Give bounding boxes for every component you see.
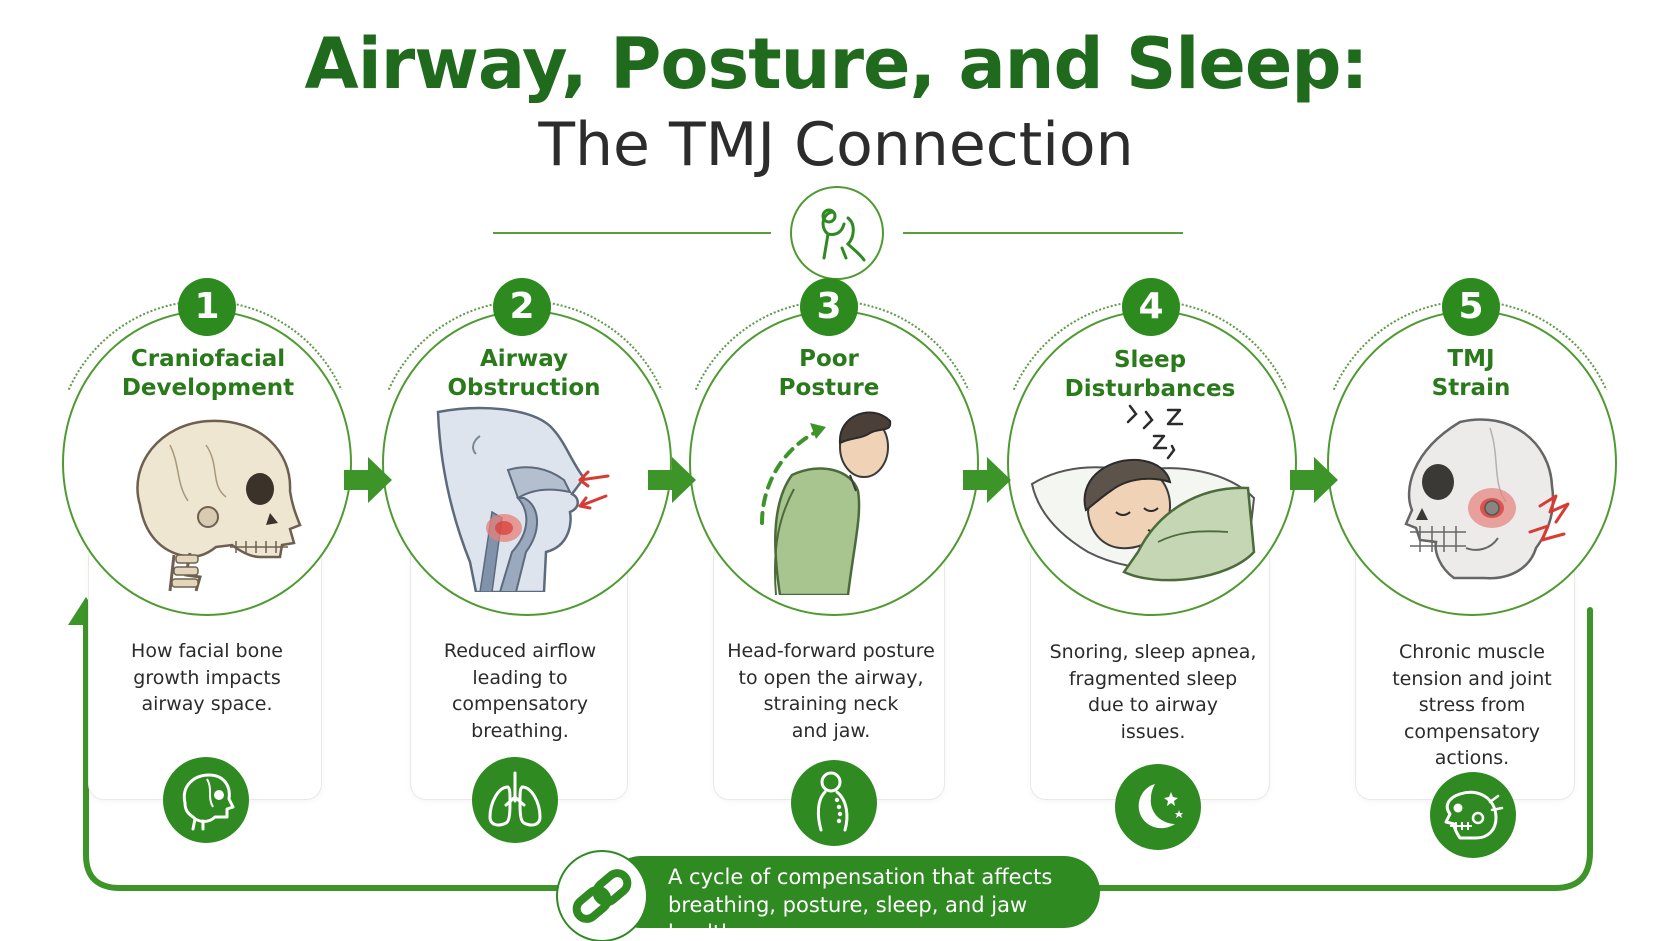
step-desc-1: How facial bone growth impacts airway sp…	[131, 640, 283, 715]
footer-text: A cycle of compensation that affects bre…	[668, 865, 1053, 941]
step-desc-5: Chronic muscle tension and joint stress …	[1392, 641, 1552, 769]
step-icon-4	[1115, 764, 1201, 850]
moon-stars-icon	[1138, 784, 1183, 829]
chain-link-icon	[572, 869, 632, 923]
chain-badge	[556, 850, 648, 941]
step-number-4: 4	[1122, 278, 1180, 336]
jaw-joint-icon	[1444, 790, 1504, 840]
footer-banner	[605, 856, 1100, 928]
step-icon-2	[472, 757, 558, 843]
step-icon-3	[791, 760, 877, 846]
step-title-3: Poor Posture	[778, 346, 880, 401]
step-number-3: 3	[800, 278, 858, 336]
spine-posture-icon	[816, 771, 849, 832]
step-title-1: Craniofacial Development	[121, 346, 295, 401]
arrow-1-to-2	[344, 457, 392, 503]
step-desc-2: Reduced airflow leading to compensatory …	[443, 640, 597, 742]
step-icon-1	[163, 757, 249, 843]
step-title-5: TMJ Strain	[1431, 346, 1511, 401]
skull-profile-icon	[182, 773, 235, 831]
arrow-2-to-3	[648, 457, 696, 503]
arrow-3-to-4	[963, 457, 1011, 503]
page-subtitle: The TMJ Connection	[538, 110, 1134, 180]
illustration-posture	[760, 411, 892, 595]
neck-spine-icon	[821, 208, 866, 262]
step-number-1: 1	[178, 278, 236, 336]
step-icon-5	[1430, 772, 1516, 858]
lungs-icon	[488, 771, 542, 827]
page-title: Airway, Posture, and Sleep:	[304, 23, 1369, 105]
divider-left	[493, 232, 771, 234]
illustration-tmj-skull	[1404, 418, 1570, 580]
illustration-airway	[436, 406, 610, 592]
step-title-2: Airway Obstruction	[447, 346, 601, 401]
step-desc-3: Head-forward posture to open the airway,…	[727, 640, 935, 742]
step-number-5: 5	[1442, 278, 1500, 336]
step-number-2: 2	[493, 278, 551, 336]
illustration-sleep	[1030, 404, 1256, 582]
illustration-skull	[136, 419, 302, 592]
arrow-4-to-5	[1290, 457, 1338, 503]
divider-right	[903, 232, 1183, 234]
emblem-badge	[790, 186, 884, 280]
step-desc-4: Snoring, sleep apnea, fragmented sleep d…	[1049, 641, 1257, 743]
step-title-4: Sleep Disturbances	[1064, 347, 1236, 402]
